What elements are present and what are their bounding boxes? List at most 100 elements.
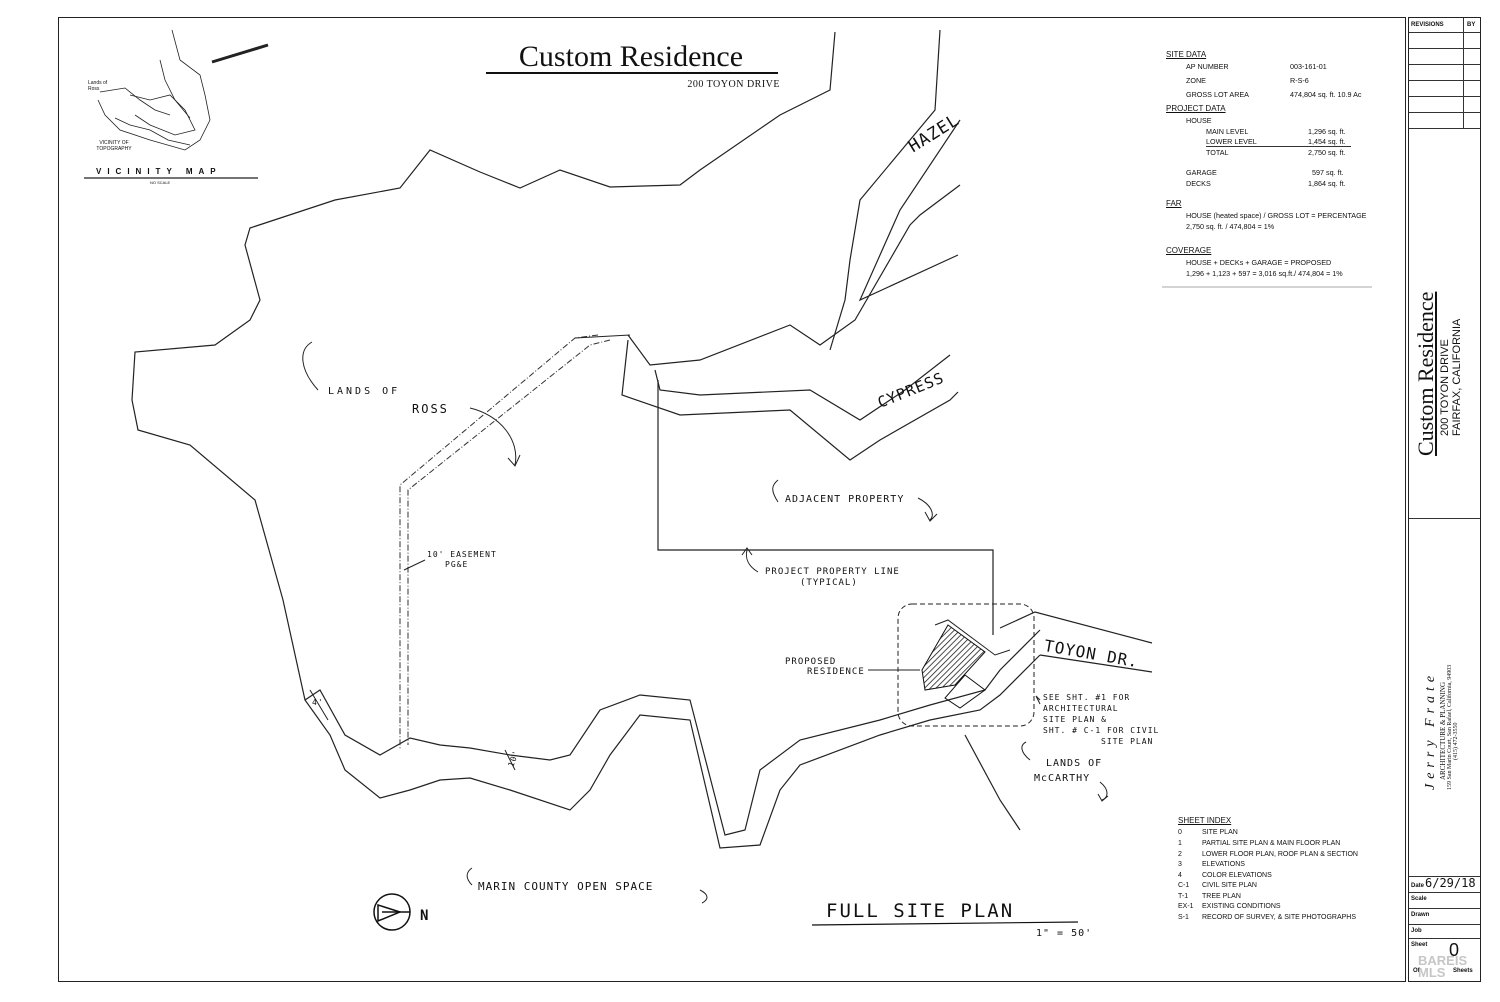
sheet-label: Sheet	[1411, 942, 1428, 948]
sheet-name: CIVIL SITE PLAN	[1202, 882, 1257, 889]
garage-label: GARAGE	[1186, 168, 1217, 177]
sheet-index-heading: SHEET INDEX	[1178, 816, 1232, 825]
gross-lot-label: GROSS LOT AREA	[1186, 90, 1249, 99]
project-title: Custom Residence	[1413, 291, 1438, 456]
see-note-line1: SEE SHT. #1 FOR	[1043, 693, 1131, 702]
title-block: REVISIONS BY Custom Residence 200 TOYON …	[1408, 17, 1481, 982]
date-value: 6/29/18	[1425, 876, 1476, 890]
property-line-arrow	[741, 547, 759, 573]
date-label: Date	[1411, 883, 1425, 889]
see-note-line5: SITE PLAN	[1101, 737, 1154, 746]
ap-number-value: 003-161-01	[1290, 62, 1327, 71]
total-value: 2,750 sq. ft.	[1308, 148, 1346, 157]
sheet-num: 1	[1178, 840, 1182, 847]
proposed-residence-label-2: RESIDENCE	[807, 667, 865, 677]
sheet-name: TREE PLAN	[1202, 893, 1241, 900]
main-level-value: 1,296 sq. ft.	[1308, 127, 1346, 136]
gross-lot-value: 474,804 sq. ft. 10.9 Ac	[1290, 90, 1362, 99]
property-boundary-inner	[304, 629, 1041, 836]
sheet-num: 0	[1178, 829, 1182, 836]
sheets-label: Sheets	[1453, 968, 1473, 974]
sheet-number: 0	[1449, 940, 1460, 960]
drawing-title: Custom Residence	[518, 40, 744, 73]
lower-level-label: LOWER LEVEL	[1206, 137, 1257, 146]
job-label: Job	[1411, 928, 1422, 934]
residence-footprint	[921, 624, 986, 691]
proposed-residence-label-1: PROPOSED	[785, 657, 837, 667]
far-line2: 2,750 sq. ft. / 474,804 = 1%	[1186, 222, 1275, 231]
sheet-num: EX-1	[1178, 903, 1194, 910]
scale-label: Scale	[1411, 896, 1427, 902]
sheet-name: LOWER FLOOR PLAN, ROOF PLAN & SECTION	[1202, 851, 1358, 858]
sheet-num: T-1	[1178, 893, 1189, 900]
sheet-num: S-1	[1178, 914, 1189, 921]
open-space-label: MARIN COUNTY OPEN SPACE	[478, 880, 654, 893]
lands-of-ross-label-2: ROSS	[412, 402, 449, 416]
sheet-name: COLOR ELEVATIONS	[1202, 872, 1272, 879]
cypress-road	[621, 339, 959, 461]
easement-arrow	[403, 559, 426, 571]
see-note-line2: ARCHITECTURAL	[1043, 704, 1119, 713]
hazel-road	[627, 184, 961, 366]
easement-line-1	[399, 334, 599, 750]
garage-value: 597 sq. ft.	[1312, 168, 1344, 177]
property-line-label-1: PROJECT PROPERTY LINE	[765, 567, 900, 577]
firm-group: Jerry Frate ARCHITECTURE & PLANNING 159 …	[1423, 590, 1459, 790]
mccarthy-arrow	[1021, 741, 1109, 802]
mccarthy-label-1: LANDS OF	[1046, 758, 1103, 769]
see-note-line4: SHT. # C-1 FOR CIVIL	[1043, 726, 1160, 735]
property-boundary-outer	[131, 31, 1041, 849]
north-arrow-icon	[373, 893, 411, 931]
firm-name: Jerry Frate	[1423, 670, 1438, 790]
mls-watermark: BAREIS MLS	[1418, 953, 1468, 980]
sheet-num: 2	[1178, 851, 1182, 858]
cypress-road-2	[654, 354, 951, 421]
sheet-num: 3	[1178, 861, 1182, 868]
toyon-road	[999, 611, 1153, 644]
vicinity-map	[84, 29, 269, 179]
adjacent-property-label: ADJACENT PROPERTY	[785, 494, 905, 505]
project-address-2: FAIRFAX, CALIFORNIA	[1451, 318, 1463, 436]
plan-title: FULL SITE PLAN	[826, 900, 1015, 922]
sheet-name: ELEVATIONS	[1202, 861, 1245, 868]
revisions-label: REVISIONS	[1411, 22, 1444, 28]
lands-of-ross-label-1: LANDS OF	[328, 386, 401, 397]
ross-arrow-2	[469, 407, 521, 467]
decks-value: 1,864 sq. ft.	[1308, 179, 1346, 188]
decks-label: DECKS	[1186, 179, 1211, 188]
property-line-label-2: (TYPICAL)	[800, 578, 858, 588]
hazel-road-3	[858, 119, 961, 302]
mccarthy-label-2: McCARTHY	[1034, 773, 1091, 784]
firm-phone: (415) 472-3550	[1453, 722, 1459, 761]
vicinity-map-title: VICINITY MAP	[96, 167, 222, 176]
see-arrow	[1035, 695, 1041, 705]
residence-detail-box	[897, 603, 1035, 727]
toyon-road-2	[1039, 654, 1153, 673]
drawing-address: 200 TOYON DRIVE	[687, 79, 780, 90]
sheet-name: PARTIAL SITE PLAN & MAIN FLOOR PLAN	[1202, 840, 1341, 847]
adjacent-arrow	[772, 479, 938, 522]
house-label: HOUSE	[1186, 116, 1212, 125]
coverage-line1: HOUSE + DECKs + GARAGE = PROPOSED	[1186, 258, 1332, 267]
far-heading: FAR	[1166, 199, 1182, 208]
coverage-heading: COVERAGE	[1166, 246, 1212, 255]
of-label: Of	[1413, 968, 1420, 974]
open-space-arrow	[466, 867, 708, 904]
sheet-num: 4	[1178, 872, 1182, 879]
project-property-line	[657, 380, 994, 635]
hazel-road-2	[829, 29, 941, 351]
zone-value: R-S-6	[1290, 76, 1309, 85]
north-label: N	[420, 908, 430, 924]
ap-number-label: AP NUMBER	[1186, 62, 1229, 71]
plan-scale: 1" = 50'	[1036, 928, 1093, 939]
total-label: TOTAL	[1206, 148, 1229, 157]
vicinity-map-scale: NO SCALE	[150, 180, 171, 185]
project-title-group: Custom Residence 200 TOYON DRIVE FAIRFAX…	[1413, 256, 1463, 456]
see-note-line3: SITE PLAN &	[1043, 715, 1107, 724]
project-address-1: 200 TOYON DRIVE	[1439, 339, 1451, 436]
easement-label-2: PG&E	[445, 560, 469, 569]
easement-label-1: 10' EASEMENT	[427, 550, 497, 559]
far-line1: HOUSE (heated space) / GROSS LOT = PERCE…	[1186, 211, 1367, 220]
see-sheet-note: SEE SHT. #1 FOR ARCHITECTURAL SITE PLAN …	[1043, 692, 1159, 747]
